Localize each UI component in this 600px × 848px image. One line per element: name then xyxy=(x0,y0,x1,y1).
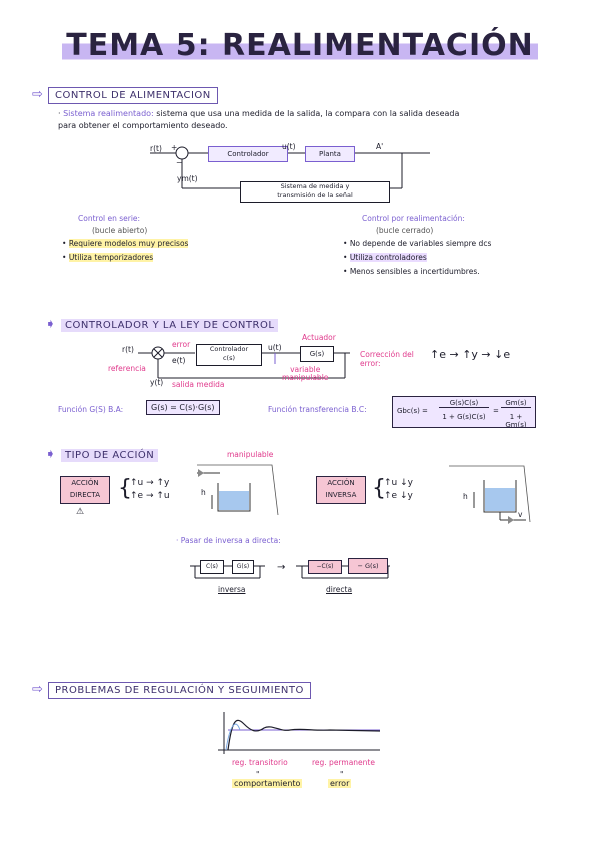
error-correction-label: Corrección del error: xyxy=(360,350,414,368)
error-result-label: error xyxy=(328,779,352,788)
closed-loop-function-label: Función transferencia B.C: xyxy=(268,405,367,414)
r-label: r(t) xyxy=(122,345,134,354)
minus-sign: − xyxy=(176,158,183,167)
g-block: G(s) xyxy=(300,346,334,362)
actuator-label: Actuador xyxy=(302,333,336,342)
inverse-g-block: G(s) xyxy=(232,560,254,574)
tank-direct-illustration xyxy=(197,464,279,516)
open-loop-item-1: • Requiere modelos muy precisos xyxy=(62,239,189,248)
open-loop-function-box: G(s) = C(s)·G(s) xyxy=(146,400,220,415)
u-label: u(t) xyxy=(282,142,296,151)
response-curve xyxy=(218,712,381,754)
arrow-right-icon: ⇨ xyxy=(32,87,43,102)
page-title: TEMA 5: REALIMENTACIÓN xyxy=(0,28,600,63)
closed-loop-function-box: Gbc(s) = G(s)C(s) 1 + G(s)C(s) = Gm(s) 1… xyxy=(392,396,536,429)
arrow-right-icon: ⇨ xyxy=(32,682,43,697)
transient-label: reg. transitorio xyxy=(232,758,288,767)
manipulable-label: manipulable xyxy=(227,450,274,459)
closed-loop-item-3: • Menos sensibles a incertidumbres. xyxy=(343,267,480,276)
y-label: y(t) xyxy=(150,378,164,387)
direct-label: directa xyxy=(326,585,353,594)
plus-sign: + xyxy=(171,143,178,152)
brace-icon: { xyxy=(372,476,386,501)
open-loop-item-2: • Utiliza temporizadores xyxy=(62,253,154,262)
error-correction-expr: ↑e → ↑y → ↓e xyxy=(430,348,511,361)
controller-block: Controlador xyxy=(208,146,288,162)
controller-cs-block: Controlador c(s) xyxy=(196,344,262,366)
arrow-right-icon: ➧ xyxy=(45,317,56,332)
open-loop-column: Control en serie: (bucle abierto) xyxy=(78,214,148,235)
inverse-relations: ↑u ↓y ↑e ↓y xyxy=(384,478,413,501)
closed-loop-column: Control por realimentación: (bucle cerra… xyxy=(362,214,465,235)
closed-loop-item-2: • Utiliza controladores xyxy=(343,253,427,262)
warning-icon: ⚠ xyxy=(76,507,85,517)
measured-output-label: salida medida xyxy=(172,380,225,389)
section-heading-1: ⇨ CONTROL DE ALIMENTACION xyxy=(32,83,218,104)
ym-label: ym(t) xyxy=(177,174,198,183)
permanent-label: reg. permanente xyxy=(312,758,375,767)
equals-mark: " xyxy=(256,770,260,779)
control-law-diagram xyxy=(138,346,350,379)
behaviour-label: comportamiento xyxy=(232,779,303,788)
u-label-2: u(t) xyxy=(268,343,282,352)
pass-label: · Pasar de inversa a directa: xyxy=(176,536,281,545)
brace-icon: { xyxy=(118,476,132,501)
output-label: A' xyxy=(376,142,384,151)
inverse-c-block: C(s) xyxy=(200,560,224,574)
section-heading-3: ➧ TIPO DE ACCIÓN xyxy=(45,443,159,462)
direct-action-box: ACCIÓN DIRECTA xyxy=(60,476,110,504)
section-heading-2: ➧ CONTROLADOR Y LA LEY DE CONTROL xyxy=(45,313,279,332)
section-heading-4: ⇨ PROBLEMAS DE REGULACIÓN Y SEGUIMIENTO xyxy=(32,678,311,699)
equals-mark-2: " xyxy=(340,770,344,779)
h-label: h xyxy=(201,488,206,497)
reference-label: referencia xyxy=(108,364,146,373)
inverse-action-box: ACCIÓN INVERSA xyxy=(316,476,366,504)
manipulable-variable-label: variable manipulable xyxy=(282,365,329,382)
inverse-label: inversa xyxy=(218,585,246,594)
definition-text: · Sistema realimentado: sistema que usa … xyxy=(58,109,460,130)
h-label-2: h xyxy=(463,492,468,501)
direct-g-block: − G(s) xyxy=(348,558,388,574)
error-label: error xyxy=(172,340,191,349)
direct-c-block: −C(s) xyxy=(308,560,342,574)
input-label: r(t) xyxy=(150,144,162,153)
valve-label: v xyxy=(518,510,523,519)
arrow-right-icon: ➧ xyxy=(45,447,56,462)
open-loop-function-label: Función G(S) B.A: xyxy=(58,405,124,414)
e-label: e(t) xyxy=(172,356,186,365)
arrow-right-icon: → xyxy=(277,562,286,573)
feedback-block-diagram xyxy=(150,146,430,189)
closed-loop-item-1: • No depende de variables siempre dcs xyxy=(343,239,492,248)
tank-inverse-illustration xyxy=(449,465,531,524)
direct-relations: ↑u → ↑y ↑e → ↑u xyxy=(130,478,170,501)
sensor-block: Sistema de medida y transmisión de la se… xyxy=(240,181,390,203)
plant-block: Planta xyxy=(305,146,355,162)
